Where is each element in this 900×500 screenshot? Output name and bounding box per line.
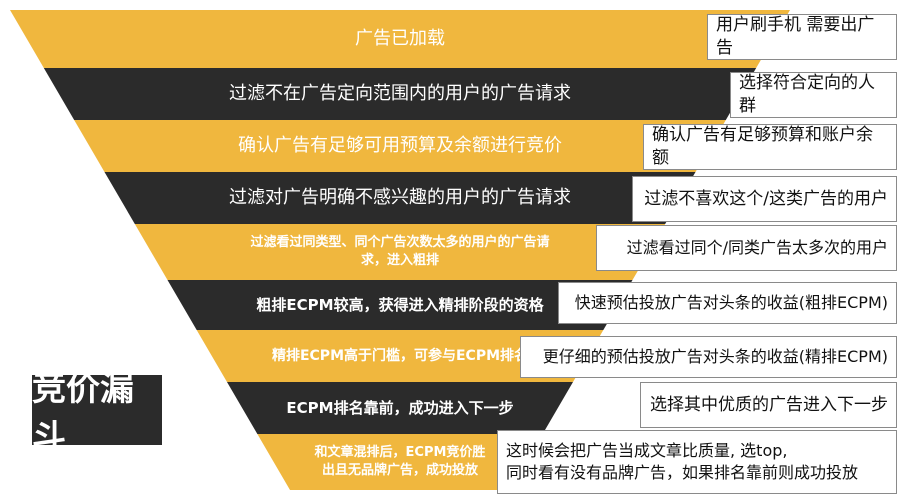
funnel-stage-label: 确认广告有足够可用预算及余额进行竞价: [238, 134, 562, 156]
stage-note: 过滤不喜欢这个/这类广告的用户: [632, 176, 897, 222]
funnel-band-7: [196, 330, 604, 382]
funnel-band-1: [10, 10, 790, 68]
funnel-band-2: [43, 68, 757, 120]
stage-note: 更仔细的预估投放广告对头条的收益(精排ECPM): [520, 336, 897, 378]
funnel-stage-label: ECPM排名靠前，成功进入下一步: [286, 398, 514, 417]
funnel-stage-label: 过滤看过同类型、同个广告次数太多的用户的广告请 求，进入粗排: [250, 235, 550, 268]
stage-note: 选择符合定向的人群: [730, 72, 897, 118]
stage-note: 选择其中优质的广告进入下一步: [640, 382, 897, 428]
funnel-stage-label: 粗排ECPM较高，获得进入精排阶段的资格: [256, 295, 544, 314]
funnel-band-6: [167, 280, 633, 330]
funnel-stage-label: 和文章混排后，ECPM竞价胜 出且无品牌广告，成功投放: [314, 445, 486, 478]
funnel-band-4: [104, 172, 696, 224]
stage-note: 这时候会把广告当成文章比质量, 选top, 同时看有没有品牌广告，如果排名靠前则…: [497, 430, 897, 494]
stage-note: 确认广告有足够预算和账户余额: [643, 124, 897, 170]
stage-note: 过滤看过同个/同类广告太多次的用户: [596, 225, 897, 271]
funnel-stage-label: 过滤不在广告定向范围内的用户的广告请求: [228, 82, 571, 104]
funnel-band-8: [227, 382, 573, 434]
funnel-stage-label: 广告已加载: [354, 27, 445, 49]
funnel-stage-label: 过滤对广告明确不感兴趣的用户的广告请求: [228, 186, 571, 208]
funnel-stage-label: 精排ECPM高于门槛，可参与ECPM排名: [271, 347, 529, 364]
funnel-title: 竞价漏斗: [32, 369, 162, 458]
stage-note: 快速预估投放广告对头条的收益(粗排ECPM): [558, 282, 897, 324]
funnel-band-5: [134, 224, 666, 280]
funnel-band-3: [74, 120, 726, 172]
funnel-band-9: [257, 434, 543, 490]
stage-note: 用户刷手机 需要出广告: [707, 14, 897, 60]
